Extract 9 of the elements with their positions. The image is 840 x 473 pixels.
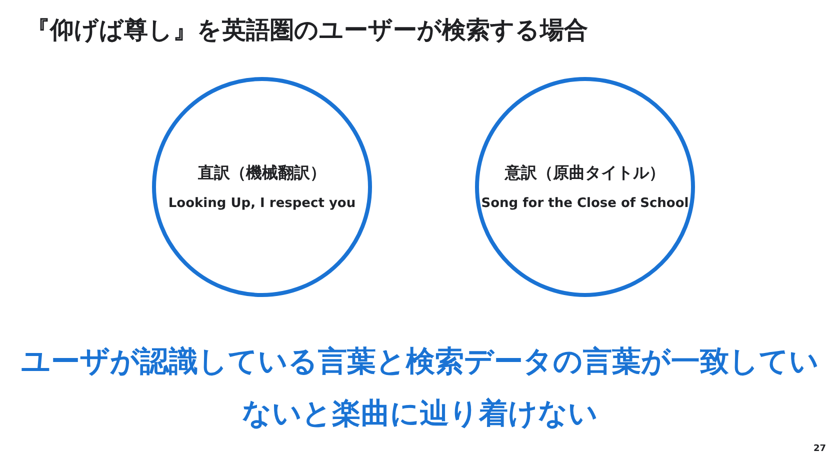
circle-node	[152, 77, 372, 297]
circle-heading: 意訳（原曲タイトル）	[505, 163, 665, 184]
circle-heading: 直訳（機械翻訳）	[198, 163, 326, 184]
page-number: 27	[813, 444, 826, 454]
circle-text: Song for the Close of School	[481, 196, 689, 211]
slide-title: 『仰げば尊し』を英語圏のユーザーが検索する場合	[26, 15, 588, 46]
circle-text: Looking Up, I respect you	[168, 196, 356, 211]
caption-text: ユーザが認識している言葉と検索データの言葉が一致していないと楽曲に辿り着けない	[20, 343, 820, 432]
circle-node	[475, 77, 695, 297]
